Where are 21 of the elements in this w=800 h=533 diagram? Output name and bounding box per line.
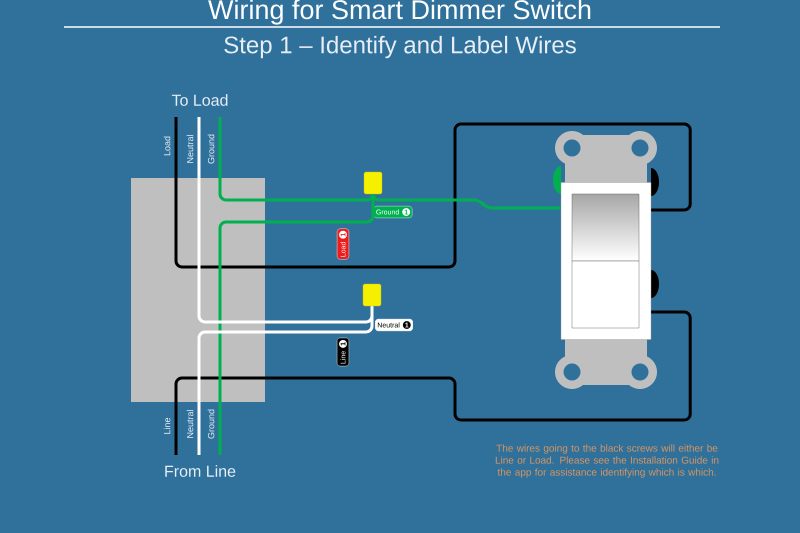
wire <box>198 306 374 455</box>
wire <box>198 117 374 324</box>
wire-label: Ground <box>208 410 214 439</box>
wire-nut <box>362 284 382 306</box>
wire-label: Load <box>164 136 170 156</box>
wire-label: Line <box>164 418 170 434</box>
wire <box>174 310 692 455</box>
wire <box>218 117 374 202</box>
wire-label: Neutral <box>186 135 194 163</box>
heading: From Line <box>165 465 236 477</box>
junction-box <box>131 178 265 402</box>
wire-label: Ground <box>208 134 214 164</box>
note: The wires going to the black screws will either be Line or Load. Please see the Installation Guide in the app for assistance identifying which is which. <box>496 444 718 478</box>
wire <box>372 192 561 210</box>
wire-nut <box>364 172 382 194</box>
wire <box>174 117 692 268</box>
switch-drawing <box>553 131 659 389</box>
wire-label: Neutral <box>186 410 194 438</box>
wire <box>218 194 374 455</box>
subtitle: Step 1 – Identify and Label Wires <box>224 36 576 58</box>
heading: To Load <box>172 94 228 106</box>
